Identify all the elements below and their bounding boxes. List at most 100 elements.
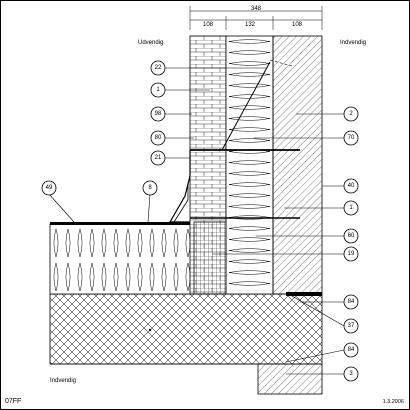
insulation-wave	[149, 228, 155, 258]
insulation-wave	[89, 262, 95, 292]
svg-text:49: 49	[46, 185, 53, 191]
insulation-wave	[101, 262, 107, 292]
insulation-wave	[228, 182, 271, 187]
svg-text:19: 19	[348, 251, 355, 257]
timber-block	[193, 221, 227, 295]
insulation-wave	[161, 228, 167, 258]
roofing-membrane	[50, 222, 194, 225]
insulation-wave	[65, 228, 71, 258]
insulation-wave	[125, 262, 131, 292]
outside-label: Udvendig	[138, 40, 163, 46]
callout-80: 80	[150, 130, 166, 146]
callout-60: 60	[343, 228, 359, 244]
callout-84-lower: 84	[343, 342, 359, 358]
callout-49: 49	[41, 180, 57, 196]
insulation-wave	[228, 50, 271, 55]
callout-19: 19	[343, 246, 359, 262]
cavity-insulation	[225, 35, 274, 295]
insulation-wave	[89, 228, 95, 258]
drawing-date: 1.3.2006	[383, 399, 404, 405]
callout-2: 2	[343, 106, 359, 122]
flashing	[168, 150, 191, 223]
insulation-wave	[228, 116, 271, 121]
insulation-wave	[125, 228, 131, 258]
callout-84-upper: 84	[343, 294, 359, 310]
callout-8: 8	[142, 180, 158, 196]
callouts: 22 1 98 80 21 49 8 2 70 40 1 60 19 84 37…	[41, 60, 359, 382]
callout-leaders	[48, 67, 345, 375]
dimension-outer-leaf: 108	[203, 22, 214, 28]
insulation-wave	[173, 262, 179, 292]
svg-text:1: 1	[156, 87, 160, 93]
inside-label: Indvendig	[340, 40, 366, 46]
insulation-wave	[228, 105, 271, 110]
insulation-wave	[77, 228, 83, 258]
svg-text:3: 3	[349, 371, 353, 377]
deck-marker-dot	[148, 328, 152, 332]
insulation-wave	[65, 262, 71, 292]
insulation-wave	[228, 160, 271, 165]
diagonal-tie	[221, 61, 271, 151]
svg-text:22: 22	[155, 65, 162, 71]
insulation-wave	[161, 262, 167, 292]
insulation-wave	[228, 138, 271, 143]
insulation-wave	[228, 193, 271, 198]
insulation-wave	[228, 171, 271, 176]
callout-98: 98	[150, 106, 166, 122]
svg-text:1: 1	[349, 205, 353, 211]
callout-3: 3	[343, 366, 359, 382]
insulation-wave	[113, 262, 119, 292]
svg-text:37: 37	[348, 323, 355, 329]
insulation-wave	[228, 204, 271, 209]
svg-text:84: 84	[348, 299, 355, 305]
svg-text:70: 70	[348, 135, 355, 141]
dimension-inner-leaf: 108	[292, 22, 303, 28]
insulation-wave	[228, 72, 271, 77]
insulation-wave	[53, 262, 59, 292]
insulation-wave	[101, 228, 107, 258]
svg-text:2: 2	[349, 111, 353, 117]
insulation-wave	[228, 83, 271, 88]
svg-text:60: 60	[348, 233, 355, 239]
insulation-wave	[228, 39, 271, 44]
svg-text:84: 84	[348, 347, 355, 353]
callout-70: 70	[343, 130, 359, 146]
insulation-wave	[228, 259, 271, 264]
insulation-wave	[228, 226, 271, 231]
callout-1-lower: 1	[343, 200, 359, 216]
insulation-wave	[228, 237, 271, 242]
insulation-wave	[113, 228, 119, 258]
callout-40: 40	[343, 178, 359, 194]
svg-text:98: 98	[155, 111, 162, 117]
svg-text:40: 40	[348, 183, 355, 189]
svg-text:21: 21	[155, 155, 162, 161]
insulation-wave	[137, 228, 143, 258]
roof-insulation	[49, 223, 195, 295]
dimension-insulation: 132	[245, 22, 256, 28]
svg-text:8: 8	[148, 185, 152, 191]
callout-22: 22	[150, 60, 166, 76]
insulation-wave	[228, 61, 271, 66]
dimension-chain: 348 108 132 108	[189, 6, 323, 30]
insulation-wave	[228, 127, 271, 132]
inside-bottom-label: Indvendig	[50, 378, 76, 384]
insulation-wave	[173, 228, 179, 258]
inner-wall-below	[257, 363, 323, 395]
insulation-wave	[53, 228, 59, 258]
wall-tie	[269, 59, 293, 67]
callout-37: 37	[343, 318, 359, 334]
inner-leaf	[272, 35, 323, 295]
callout-1-upper: 1	[150, 82, 166, 98]
drawing-code: 07FF	[5, 398, 21, 405]
insulation-wave	[77, 262, 83, 292]
insulation-wave	[228, 270, 271, 275]
insulation-wave	[228, 94, 271, 99]
bearing-strip	[286, 292, 322, 296]
svg-text:80: 80	[155, 135, 162, 141]
insulation-wave	[228, 248, 271, 253]
callout-21: 21	[150, 150, 166, 166]
insulation-wave	[149, 262, 155, 292]
insulation-wave	[228, 281, 271, 286]
